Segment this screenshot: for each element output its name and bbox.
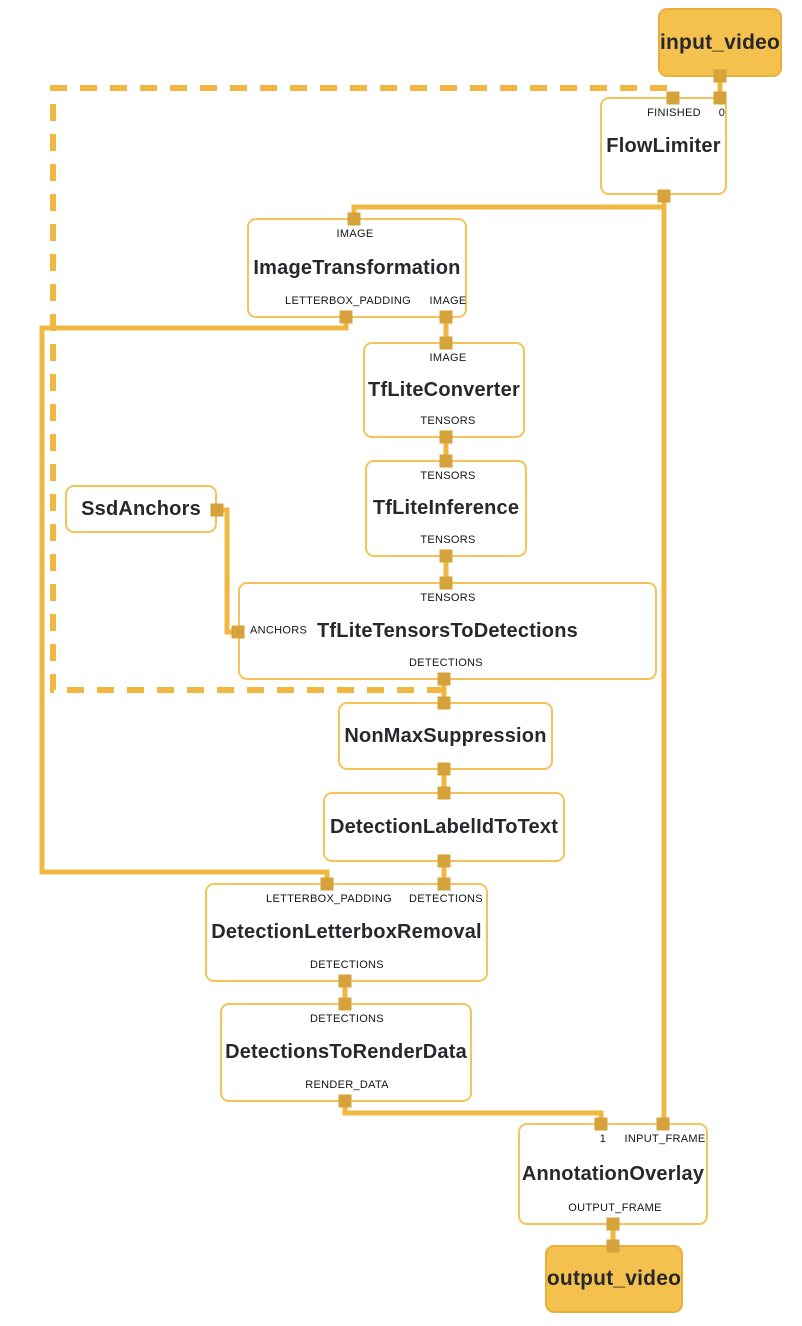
node-output-video[interactable]: output_video — [545, 1245, 683, 1313]
port-label-render-data-out: RENDER_DATA — [305, 1079, 389, 1091]
port-label-tensors-in: TENSORS — [420, 470, 476, 482]
port-label-detections-in: DETECTIONS — [310, 1013, 384, 1025]
port-label-image-in: IMAGE — [336, 228, 374, 240]
node-tflite-inference[interactable]: TENSORS TfLiteInference TENSORS — [365, 460, 527, 557]
node-input-video[interactable]: input_video — [658, 8, 782, 77]
port-label-tensors-in: TENSORS — [420, 592, 476, 604]
port-label-letterbox-padding-out: LETTERBOX_PADDING — [285, 295, 411, 307]
port-label-tensors-out: TENSORS — [420, 415, 476, 427]
port-label-detections-in: DETECTIONS — [409, 893, 483, 905]
port-label-image-out: IMAGE — [429, 295, 467, 307]
port-label-anchors-in: ANCHORS — [250, 624, 308, 637]
port-label-finished: FINISHED — [647, 107, 701, 119]
node-title: DetectionLetterboxRemoval — [211, 921, 482, 943]
port-label-output-frame-out: OUTPUT_FRAME — [568, 1202, 662, 1214]
node-title: DetectionsToRenderData — [225, 1041, 467, 1063]
port-label-detections-out: DETECTIONS — [409, 657, 483, 669]
node-title: TfLiteConverter — [368, 378, 520, 401]
edge-ssdanchors-to-tensorstodetections-anchors — [217, 507, 238, 635]
node-flow-limiter[interactable]: FINISHED 0 FlowLimiter — [600, 97, 727, 195]
node-title: ImageTransformation — [253, 256, 461, 279]
port-label-tensors-out: TENSORS — [420, 534, 476, 546]
node-detection-label-id-to-text[interactable]: DetectionLabelIdToText — [323, 792, 565, 862]
port-label-detections-out: DETECTIONS — [310, 959, 384, 971]
node-title: AnnotationOverlay — [521, 1162, 705, 1185]
node-title: DetectionLabelIdToText — [329, 815, 559, 838]
edge-renderdata-to-annotationoverlay-1 — [342, 1101, 604, 1124]
node-title: NonMaxSuppression — [344, 724, 547, 747]
node-non-max-suppression[interactable]: NonMaxSuppression — [338, 702, 553, 770]
node-image-transformation[interactable]: IMAGE ImageTransformation LETTERBOX_PADD… — [247, 218, 467, 318]
node-tflite-converter[interactable]: IMAGE TfLiteConverter TENSORS — [363, 342, 525, 438]
node-title: output_video — [546, 1267, 682, 1290]
node-title: TfLiteInference — [372, 497, 520, 519]
node-tflite-tensors-to-detections[interactable]: TENSORS ANCHORS TfLiteTensorsToDetection… — [238, 582, 657, 680]
node-title: SsdAnchors — [81, 497, 201, 520]
node-detections-to-render-data[interactable]: DETECTIONS DetectionsToRenderData RENDER… — [220, 1003, 472, 1102]
port-label-image-in: IMAGE — [429, 352, 467, 364]
node-ssd-anchors[interactable]: SsdAnchors — [65, 485, 217, 533]
node-annotation-overlay[interactable]: 1 INPUT_FRAME AnnotationOverlay OUTPUT_F… — [518, 1123, 708, 1225]
port-label-0: 0 — [718, 107, 726, 119]
node-detection-letterbox-removal[interactable]: LETTERBOX_PADDING DETECTIONS DetectionLe… — [205, 883, 488, 982]
port-label-input-frame-in: INPUT_FRAME — [624, 1133, 706, 1145]
port-label-letterbox-padding-in: LETTERBOX_PADDING — [266, 893, 392, 905]
port-label-1-in: 1 — [599, 1133, 607, 1145]
node-title: input_video — [659, 30, 781, 54]
node-title: TfLiteTensorsToDetections — [317, 619, 578, 642]
node-title: FlowLimiter — [606, 134, 721, 157]
